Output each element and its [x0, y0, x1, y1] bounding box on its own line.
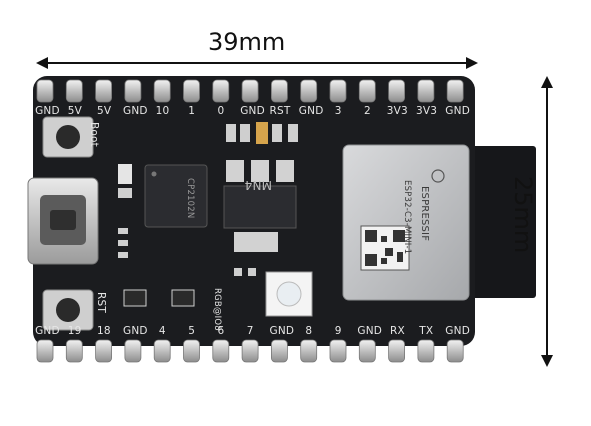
- pin-label: 9: [334, 325, 342, 337]
- rst-label: RST: [95, 292, 107, 313]
- boot-label: Boot: [88, 122, 100, 147]
- pin-label: 8: [305, 325, 313, 337]
- header-pin: [124, 79, 142, 103]
- header-pin: [270, 339, 288, 363]
- antenna-area: [462, 146, 536, 298]
- header-pin: [212, 339, 230, 363]
- pin-label: 1: [188, 105, 196, 117]
- rgb-led: [265, 271, 313, 317]
- header-pin: [329, 79, 347, 103]
- boot-button[interactable]: [42, 116, 94, 158]
- header-pin: [388, 339, 406, 363]
- rgb-label: RGB@IO8: [212, 288, 222, 331]
- header-pin: [241, 79, 259, 103]
- pin-label: 18: [97, 325, 111, 337]
- header-pin: [388, 79, 406, 103]
- usb-c-connector: [27, 177, 99, 265]
- pin-label: TX: [419, 325, 434, 337]
- header-pin: [417, 339, 435, 363]
- pin-label: 6: [217, 325, 225, 337]
- width-dimension-label: 39mm: [208, 28, 286, 56]
- pin-label: 10: [155, 105, 170, 117]
- height-dimension-line: [541, 76, 553, 367]
- header-pin: [212, 79, 230, 103]
- header-pin: [65, 79, 83, 103]
- module-brand: ESPRESSIF: [419, 186, 430, 242]
- header-pin: [95, 79, 112, 103]
- smd-components: [118, 122, 298, 307]
- header-pin: [153, 339, 171, 363]
- rst-button[interactable]: [42, 289, 94, 331]
- pin-label: GND: [240, 105, 265, 117]
- regulator-marking: MN4: [244, 178, 272, 192]
- header-pin: [241, 339, 259, 363]
- pin-label: GND: [298, 105, 324, 117]
- voltage-regulator: [223, 160, 297, 252]
- header-pin: [300, 339, 318, 363]
- bottom-pin-header: [36, 339, 464, 363]
- pin-label: 5V: [97, 105, 112, 117]
- header-pin: [124, 339, 142, 363]
- pin-label: GND: [35, 105, 60, 117]
- pin-label: 4: [158, 325, 166, 337]
- pin-label: GND: [35, 325, 60, 337]
- pin-label: 5: [188, 325, 196, 337]
- pin-label: 19: [67, 325, 82, 337]
- width-dimension-line: [36, 57, 478, 69]
- pin-label: RX: [390, 325, 405, 337]
- pin-label: 3: [334, 105, 342, 117]
- header-pin: [183, 339, 200, 363]
- pin-label: 3V3: [386, 105, 408, 117]
- pin-label: GND: [445, 105, 470, 117]
- module-model: ESP32-C3-MINI-1: [402, 180, 412, 255]
- header-pin: [36, 79, 54, 103]
- uart-chip: [144, 164, 208, 228]
- header-pin: [446, 79, 464, 103]
- header-pin: [329, 339, 347, 363]
- pin-label: 7: [246, 325, 254, 337]
- header-pin: [270, 79, 288, 103]
- pin-label: GND: [357, 325, 383, 337]
- pin-label: GND: [445, 325, 470, 337]
- pin-label: GND: [123, 105, 148, 117]
- pin-label: GND: [123, 325, 148, 337]
- header-pin: [446, 339, 464, 363]
- pin-label: 3V3: [416, 105, 438, 117]
- header-pin: [153, 79, 171, 103]
- header-pin: [36, 339, 54, 363]
- header-pin: [65, 339, 83, 363]
- pin-label: RST: [269, 105, 291, 117]
- header-pin: [300, 79, 318, 103]
- header-pin: [358, 79, 376, 103]
- uart-chip-marking: CP2102N: [185, 178, 195, 219]
- header-pin: [417, 79, 435, 103]
- pin-label: GND: [269, 325, 295, 337]
- pin-label: 5V: [67, 105, 82, 117]
- top-pin-header: [36, 79, 464, 103]
- height-dimension-label: 25mm: [509, 176, 537, 254]
- header-pin: [183, 79, 200, 103]
- header-pin: [358, 339, 376, 363]
- header-pin: [95, 339, 112, 363]
- esp32-module: [342, 144, 470, 301]
- pin-label: 2: [364, 105, 371, 117]
- pin-label: 0: [217, 105, 225, 117]
